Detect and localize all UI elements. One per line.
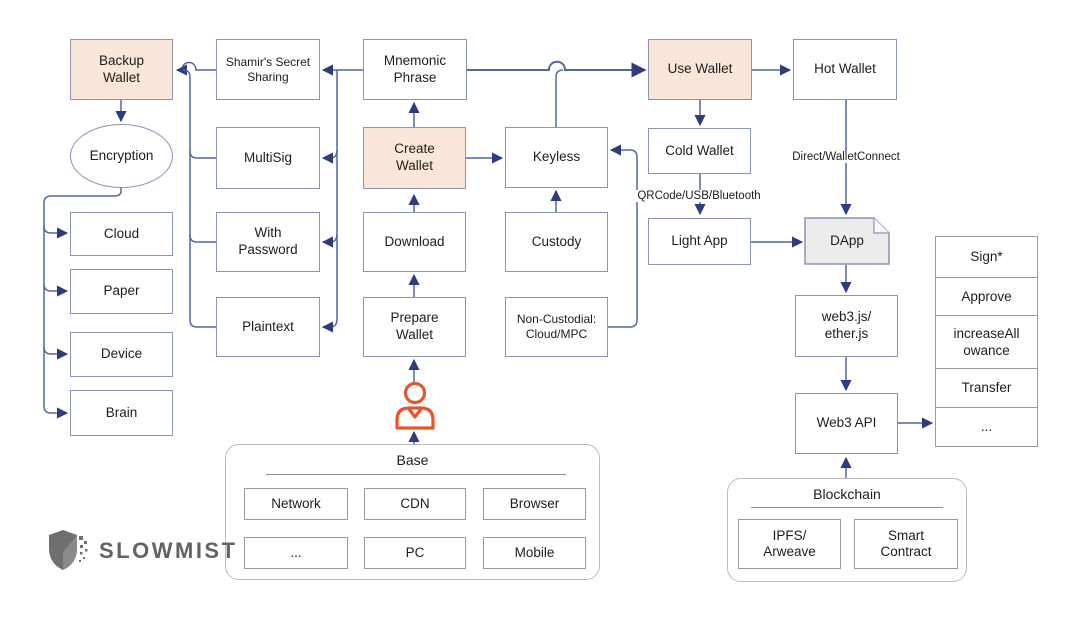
- api-cell-increaseallowance: increaseAll owance: [935, 315, 1038, 370]
- node-keyless: Keyless: [505, 127, 608, 188]
- blockchain-separator: [751, 507, 943, 508]
- base-title: Base: [396, 452, 429, 468]
- node-multisig: MultiSig: [216, 127, 320, 189]
- base-item-more: ...: [244, 537, 348, 569]
- user-person-icon: [390, 381, 440, 436]
- document-shape-icon: [804, 217, 890, 265]
- node-download: Download: [363, 212, 466, 272]
- node-dapp: DApp: [804, 217, 890, 265]
- node-hot-wallet: Hot Wallet: [793, 39, 897, 100]
- api-cell-sign: Sign*: [935, 235, 1038, 278]
- api-cell-more: ...: [935, 407, 1038, 448]
- node-plaintext: Plaintext: [216, 297, 320, 357]
- node-non-custodial: Non-Custodial: Cloud/MPC: [505, 297, 608, 357]
- node-mnemonic-phrase: Mnemonic Phrase: [363, 39, 467, 100]
- blockchain-item-smart-contract: Smart Contract: [854, 519, 958, 569]
- api-cell-transfer: Transfer: [935, 368, 1038, 409]
- node-device: Device: [70, 332, 173, 377]
- base-item-pc: PC: [364, 537, 466, 569]
- blockchain-item-ipfs-arweave: IPFS/ Arweave: [738, 519, 841, 569]
- slowmist-wordmark: SLOWMIST: [99, 538, 238, 563]
- api-cell-approve: Approve: [935, 276, 1038, 317]
- node-cloud: Cloud: [70, 212, 173, 256]
- node-web3js-etherjs: web3.js/ ether.js: [795, 295, 898, 357]
- node-encryption: Encryption: [70, 124, 173, 188]
- node-with-password: With Password: [216, 212, 320, 272]
- base-item-browser: Browser: [483, 488, 586, 520]
- dapp-label: DApp: [830, 232, 864, 248]
- node-shamir-secret-sharing: Shamir's Secret Sharing: [216, 39, 320, 100]
- base-item-mobile: Mobile: [483, 537, 586, 569]
- group-base: Base Network CDN Browser ... PC Mobile: [225, 444, 600, 580]
- edge-label-qrcode-usb-bluetooth: QRCode/USB/Bluetooth: [635, 190, 763, 202]
- slowmist-logo: SLOWMIST: [46, 528, 238, 574]
- node-paper: Paper: [70, 269, 173, 314]
- node-cold-wallet: Cold Wallet: [648, 128, 751, 174]
- node-brain: Brain: [70, 390, 173, 436]
- blockchain-title: Blockchain: [813, 486, 881, 502]
- base-separator: [266, 474, 566, 475]
- slowmist-shield-icon: [49, 530, 88, 570]
- base-item-cdn: CDN: [364, 488, 466, 520]
- node-backup-wallet: Backup Wallet: [70, 39, 173, 100]
- group-blockchain: Blockchain IPFS/ Arweave Smart Contract: [727, 478, 967, 582]
- edge-label-direct-walletconnect: Direct/WalletConnect: [790, 151, 902, 163]
- node-use-wallet: Use Wallet: [648, 39, 752, 100]
- node-prepare-wallet: Prepare Wallet: [363, 297, 466, 357]
- node-create-wallet: Create Wallet: [363, 127, 466, 189]
- base-item-network: Network: [244, 488, 348, 520]
- node-web3-api: Web3 API: [795, 393, 898, 454]
- node-light-app: Light App: [648, 218, 751, 265]
- api-call-list: Sign* Approve increaseAll owance Transfe…: [935, 235, 1038, 448]
- node-custody: Custody: [505, 212, 608, 272]
